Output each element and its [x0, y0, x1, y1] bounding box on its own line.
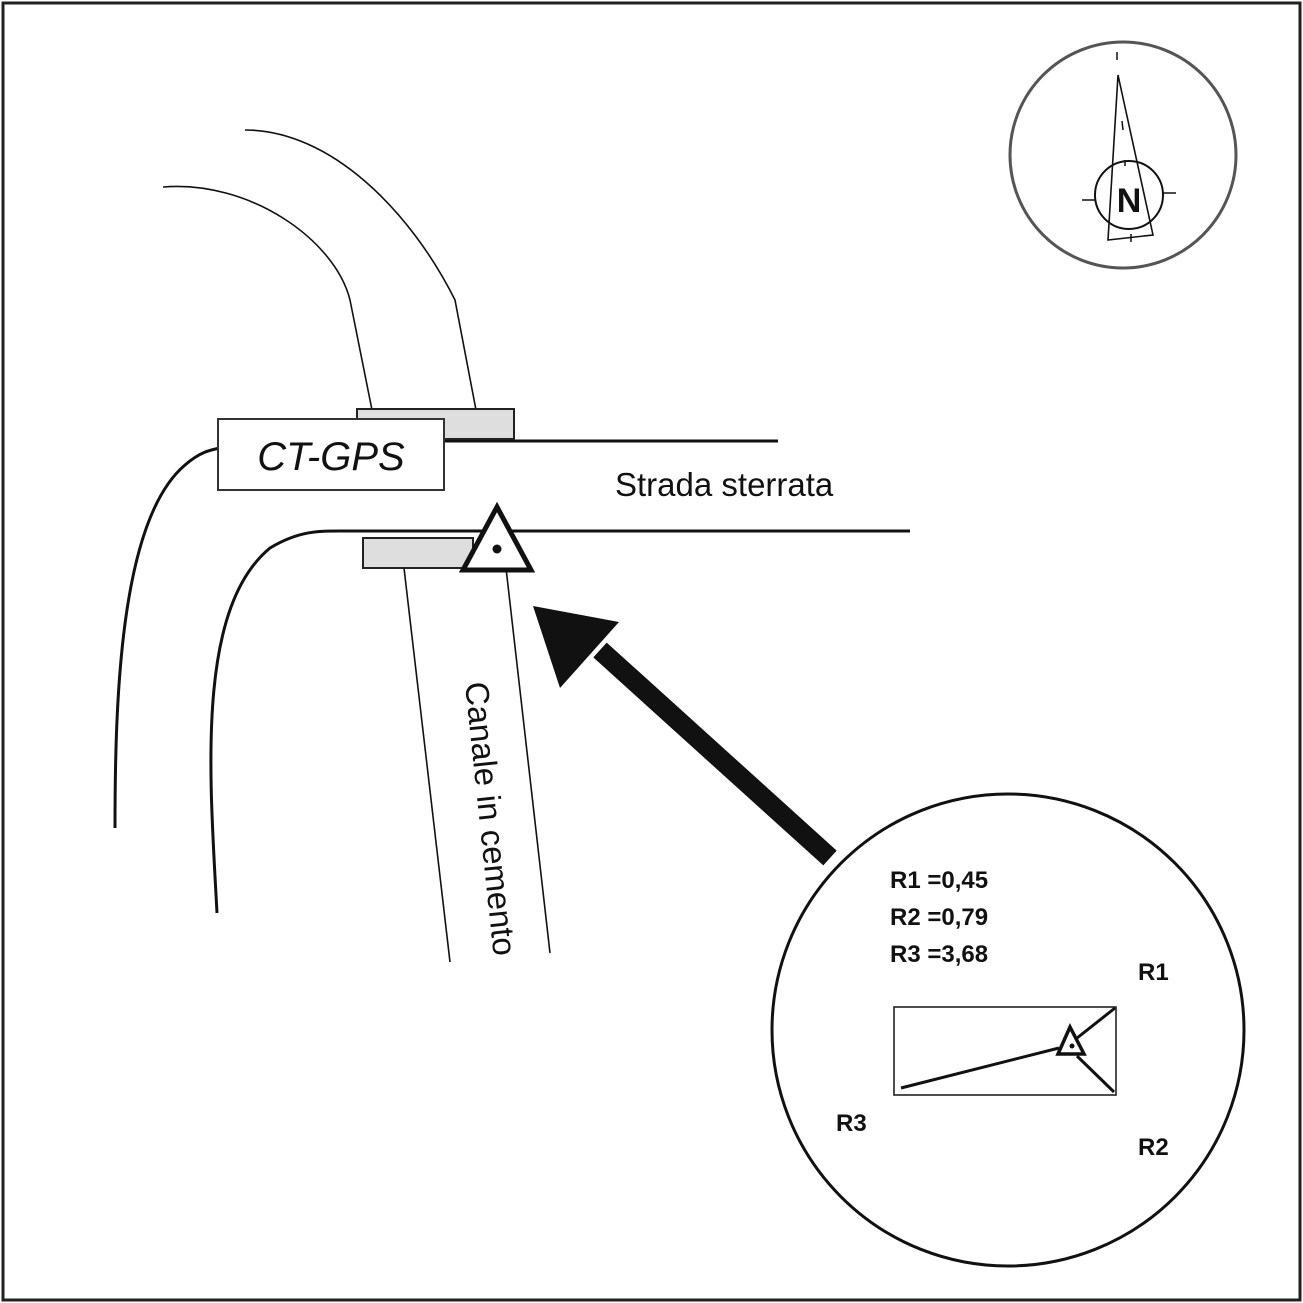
- resistance-inset: R1 =0,45 R2 =0,79 R3 =3,68 R1 R2 R3: [770, 792, 1246, 1268]
- ray-label-r2: R2: [1138, 1134, 1169, 1161]
- ray-r2: [1075, 1054, 1116, 1094]
- ray-r1: [1071, 1006, 1116, 1044]
- reading-r1: R1 =0,45: [890, 867, 988, 894]
- ray-label-r3: R3: [836, 1110, 867, 1137]
- road-label: Strada sterrata: [615, 466, 834, 503]
- inset-station-marker: [1055, 1022, 1087, 1056]
- reading-r3: R3 =3,68: [890, 941, 988, 968]
- left-track-outer: [113, 446, 221, 829]
- pointer-arrow: [533, 606, 837, 866]
- ray-label-r1: R1: [1138, 959, 1169, 986]
- station-marker-dot: [492, 544, 502, 554]
- ct-gps-label: CT-GPS: [257, 435, 405, 479]
- compass-north-label: N: [1117, 182, 1142, 220]
- compass-ring: [1008, 40, 1238, 270]
- canal-left-bank: [403, 567, 451, 963]
- ct-gps-label-box: CT-GPS: [217, 418, 445, 491]
- culvert-pad-south: [362, 537, 474, 569]
- north-compass: N: [1008, 40, 1238, 270]
- ray-r3: [900, 1046, 1060, 1090]
- inset-site-rect: [893, 1006, 1117, 1096]
- station-marker: [458, 501, 536, 573]
- reading-r2: R2 =0,79: [890, 904, 988, 931]
- compass-inner-ring: [1094, 160, 1164, 230]
- north-canal-left-bank: [162, 185, 373, 411]
- road-lower-edge: [209, 529, 910, 914]
- inset-circle: [770, 792, 1246, 1268]
- canal-right-bank: [505, 567, 551, 954]
- north-canal-right-bank: [244, 129, 477, 411]
